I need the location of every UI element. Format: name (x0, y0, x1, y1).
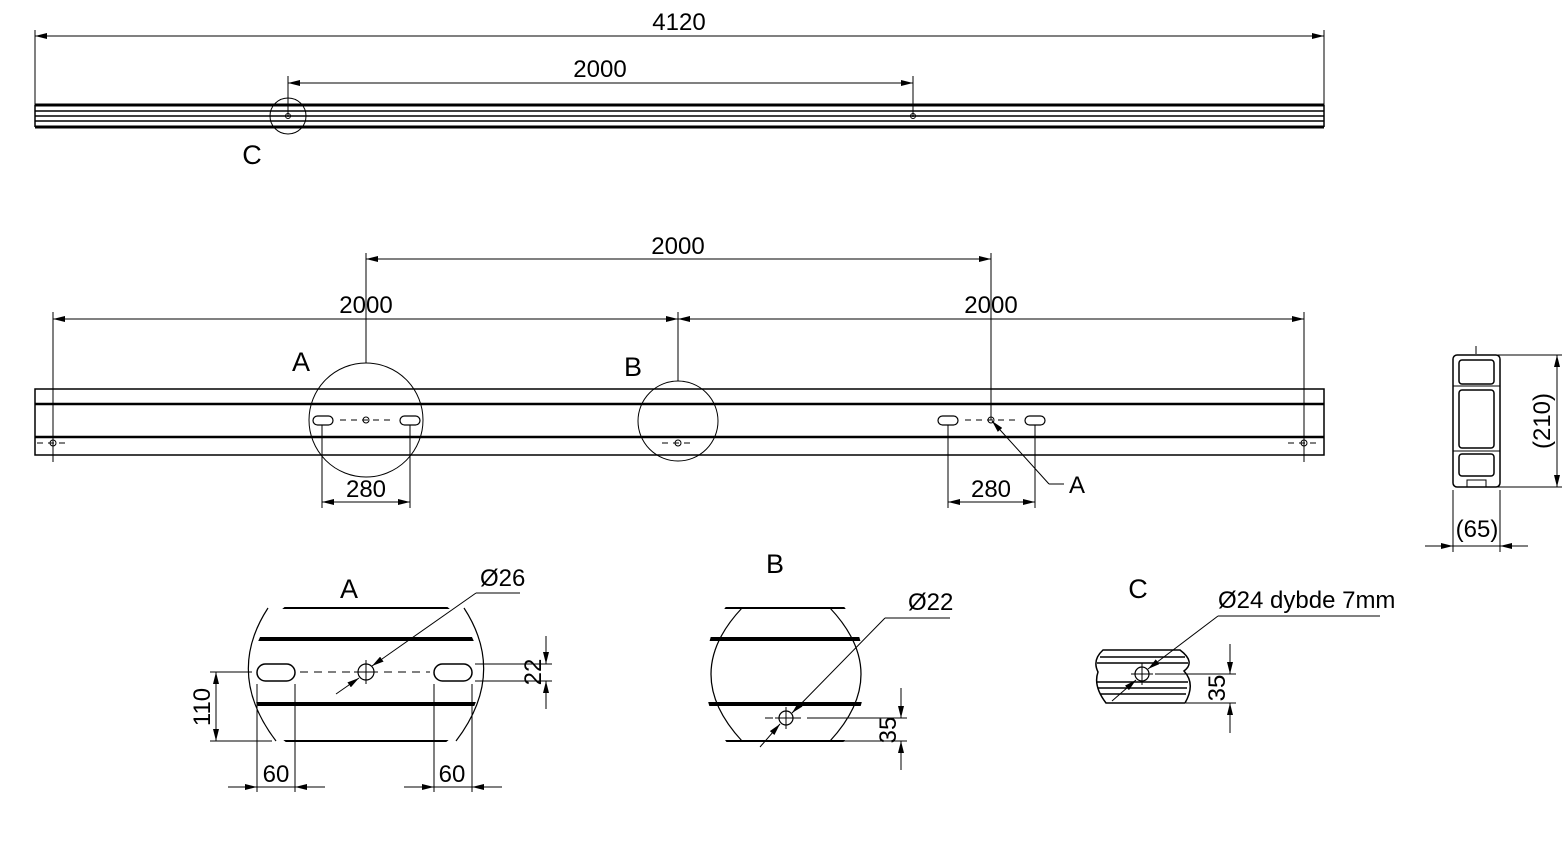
leader-line (1111, 679, 1137, 702)
slot (1024, 415, 1046, 426)
slot-group-right (937, 415, 1064, 485)
dim-left-spacing: 2000 (339, 292, 392, 319)
dim-slot-spacing-right: 280 (971, 476, 1011, 503)
cross-section: (210) (65) (1425, 346, 1562, 552)
dim-hole-spacing: 2000 (573, 56, 626, 83)
leader-line (759, 723, 781, 748)
dim-a-slot-offset: 22 (520, 659, 547, 686)
hole-marker (674, 439, 682, 447)
detail-a: A Ø26 22 110 (189, 565, 552, 792)
dim-section-height: (210) (1529, 393, 1556, 449)
end-hole-left (37, 437, 70, 449)
detail-b-circle (637, 380, 719, 462)
leader-line (371, 592, 477, 667)
slot (256, 663, 296, 682)
dim-right-spacing: 2000 (964, 292, 1017, 319)
hole-marker (362, 416, 370, 424)
dim-overall-length: 4120 (652, 9, 705, 36)
dim-b-hole-offset: 35 (875, 717, 902, 744)
detail-b-title: B (766, 549, 784, 579)
slot (433, 663, 473, 682)
dim-slot-spacing-left: 280 (346, 476, 386, 503)
dim-b-diameter: Ø22 (908, 589, 953, 616)
slot (937, 415, 959, 426)
detail-b: B Ø22 35 (705, 549, 953, 770)
detail-a-title: A (340, 574, 358, 604)
marker-a: A (292, 347, 310, 377)
dim-a-slot-left: 60 (263, 761, 290, 788)
dim-c-spec: Ø24 dybde 7mm (1218, 587, 1395, 614)
beam-top-profile (34, 103, 1325, 129)
dim-upper-spacing: 2000 (651, 233, 704, 260)
dim-a-slot-right: 60 (439, 761, 466, 788)
hole-marker (910, 113, 916, 119)
detail-c-circle (269, 97, 307, 135)
side-view: 2000 2000 2000 (34, 233, 1325, 508)
dim-a-diameter: Ø26 (480, 565, 525, 592)
dim-section-width: (65) (1456, 516, 1499, 543)
callout-a: A (1069, 472, 1085, 499)
leader-line (991, 420, 1050, 485)
end-hole-right (1288, 437, 1321, 449)
leader-line (791, 617, 886, 714)
leader-line (1147, 615, 1219, 670)
detail-c-marker: C (242, 140, 262, 170)
marker-b: B (624, 352, 642, 382)
dim-c-hole-offset: 35 (1204, 675, 1231, 702)
dim-a-height: 110 (189, 688, 216, 726)
leader-line (335, 677, 360, 695)
hole-marker (987, 416, 995, 424)
detail-a-circle (308, 362, 424, 478)
top-view: 4120 2000 C (34, 9, 1325, 170)
detail-c: C Ø24 dybde 7mm 35 (1095, 574, 1395, 733)
hole-marker (285, 113, 291, 119)
slot (312, 415, 334, 426)
detail-b-region (637, 380, 719, 462)
detail-c-title: C (1128, 574, 1148, 604)
